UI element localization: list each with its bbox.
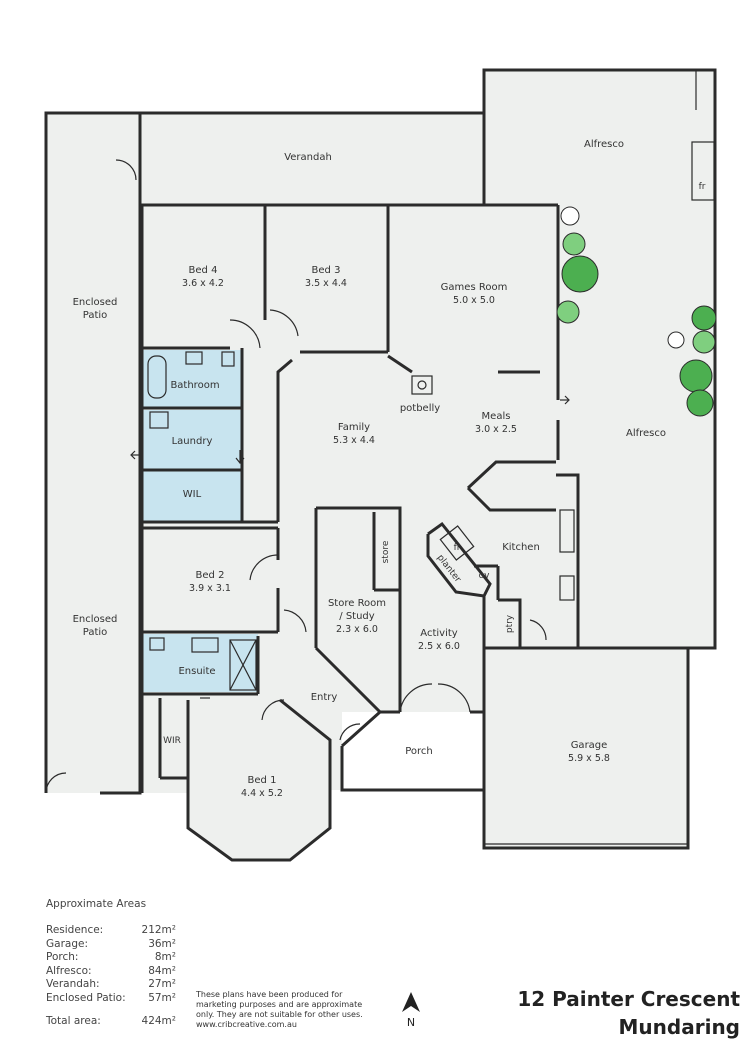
area-value: 84m²	[148, 964, 176, 977]
family-label: Family	[338, 422, 370, 433]
area-value: 8m²	[154, 951, 176, 963]
website-text: www.cribcreative.com.au	[196, 1020, 297, 1029]
bed2-label: Bed 2	[196, 570, 225, 581]
ov-label: ov	[479, 571, 491, 581]
bed4-dims: 3.6 x 4.2	[182, 278, 224, 289]
bed1-label: Bed 1	[248, 775, 277, 786]
wil-label: WIL	[183, 489, 202, 500]
property-address: 12 Painter Crescent Mundaring	[517, 985, 740, 1041]
fr-kitchen-label: fr	[454, 543, 461, 553]
ptry-label: ptry	[505, 614, 515, 633]
area-row: Residence: 212m²	[46, 924, 176, 938]
total-area-label: Total area:	[46, 1015, 101, 1027]
area-label: Alfresco:	[46, 964, 92, 977]
alfresco-top-label: Alfresco	[584, 139, 624, 150]
garage-label: Garage	[571, 740, 608, 751]
enclosed-patio-bottom-label-2: Patio	[83, 627, 108, 638]
bed2-dims: 3.9 x 3.1	[189, 583, 231, 594]
meals-dims: 3.0 x 2.5	[475, 424, 517, 435]
activity-label: Activity	[420, 628, 457, 639]
bathroom-label: Bathroom	[170, 380, 219, 391]
enclosed-patio-bottom-label: Enclosed	[73, 614, 118, 625]
ensuite-label: Ensuite	[178, 666, 215, 677]
area-label: Verandah:	[46, 978, 100, 990]
total-area-row: Total area: 424m²	[46, 1015, 176, 1029]
area-label: Garage:	[46, 937, 88, 950]
meals-label: Meals	[482, 411, 511, 422]
games-room-label: Games Room	[441, 282, 508, 293]
areas-heading: Approximate Areas	[46, 898, 147, 910]
wir-label: WIR	[163, 736, 181, 746]
area-value: 212m²	[141, 924, 176, 936]
bed3-label: Bed 3	[312, 265, 341, 276]
laundry-label: Laundry	[172, 436, 213, 447]
games-room-dims: 5.0 x 5.0	[453, 295, 495, 306]
bed1-dims: 4.4 x 5.2	[241, 788, 283, 799]
walls	[44, 68, 717, 862]
kitchen-label: Kitchen	[502, 542, 540, 553]
address-street: 12 Painter Crescent	[517, 987, 740, 1011]
area-row: Garage: 36m²	[46, 938, 176, 952]
disclaimer-line: These plans have been produced for	[196, 990, 343, 999]
store-room-dims: 2.3 x 6.0	[336, 624, 378, 635]
potbelly-label: potbelly	[400, 403, 440, 414]
area-row: Porch: 8m²	[46, 951, 176, 965]
area-label: Porch:	[46, 951, 79, 963]
porch-label: Porch	[405, 746, 433, 757]
area-row: Enclosed Patio: 57m²	[46, 992, 176, 1006]
alfresco-right-label: Alfresco	[626, 428, 666, 439]
fr-alfresco-label: fr	[699, 182, 706, 192]
verandah-label: Verandah	[284, 152, 332, 163]
bed4-label: Bed 4	[189, 265, 218, 276]
north-arrow-icon: N	[402, 992, 420, 1029]
activity-dims: 2.5 x 6.0	[418, 641, 460, 652]
store-room-label: Store Room	[328, 598, 386, 609]
store-room-label-2: / Study	[339, 611, 375, 622]
address-suburb: Mundaring	[618, 1015, 740, 1039]
area-label: Enclosed Patio:	[46, 991, 126, 1004]
floor-areas	[46, 70, 715, 860]
enclosed-patio-top-label-2: Patio	[83, 310, 108, 321]
total-area-value: 424m²	[141, 1015, 176, 1027]
enclosed-patio-top-label: Enclosed	[73, 297, 118, 308]
disclaimer-line: marketing purposes and are approximate	[196, 1000, 363, 1009]
area-value: 57m²	[148, 991, 176, 1004]
garden-trees	[556, 206, 717, 417]
area-value: 27m²	[148, 978, 176, 990]
approximate-areas-table: Approximate Areas Residence: 212m² Garage…	[46, 898, 176, 1029]
disclaimer-line: only. They are not suitable for other us…	[196, 1010, 363, 1019]
area-label: Residence:	[46, 924, 104, 936]
disclaimer: These plans have been produced for marke…	[196, 990, 376, 1030]
area-row: Verandah: 27m²	[46, 978, 176, 992]
area-value: 36m²	[148, 937, 176, 950]
family-dims: 5.3 x 4.4	[333, 435, 375, 446]
compass-label: N	[407, 1016, 415, 1029]
bed3-dims: 3.5 x 4.4	[305, 278, 347, 289]
area-row: Alfresco: 84m²	[46, 965, 176, 979]
garage-dims: 5.9 x 5.8	[568, 753, 610, 764]
entry-label: Entry	[311, 692, 338, 703]
store-label: store	[381, 540, 391, 563]
floor-plan-diagram: Verandah Alfresco fr Alfresco Enclosed P…	[44, 68, 717, 862]
